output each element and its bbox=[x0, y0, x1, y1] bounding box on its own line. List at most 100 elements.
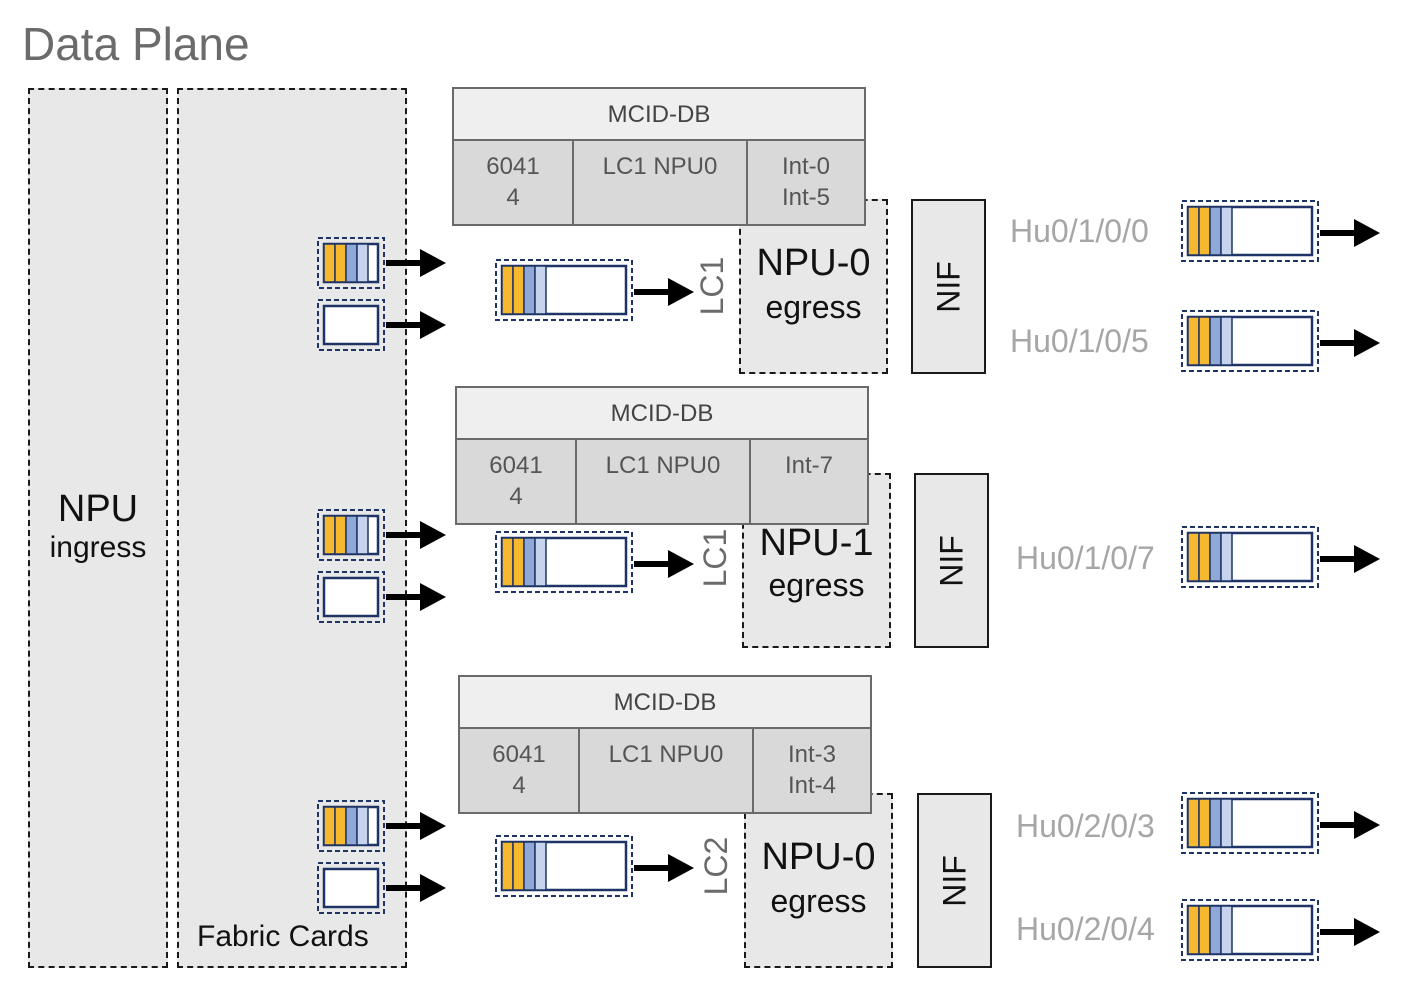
npu-egress-sublabel: egress bbox=[770, 883, 867, 919]
nif-label: NIF bbox=[936, 854, 972, 907]
queue-packet bbox=[1220, 798, 1233, 848]
nif-box: NIF bbox=[911, 199, 986, 374]
queue-dashed-frame bbox=[495, 531, 633, 593]
arrow-head bbox=[1354, 918, 1380, 946]
fabric-cards-box: Fabric Cards bbox=[177, 88, 407, 968]
queue-dashed-frame bbox=[1181, 200, 1319, 262]
queue-packet bbox=[1209, 905, 1222, 955]
port-label: Hu0/1/0/5 bbox=[1010, 323, 1149, 359]
queue-packet bbox=[1187, 798, 1200, 848]
npu-ingress-label: NPU bbox=[57, 488, 139, 530]
queue-packet bbox=[512, 841, 525, 891]
npu-egress-label: NPU-1 bbox=[759, 522, 874, 564]
queue-dashed-frame bbox=[1181, 899, 1319, 961]
queue-packet bbox=[1198, 316, 1211, 366]
arrow-head bbox=[668, 550, 694, 578]
queue-buffer bbox=[1186, 797, 1314, 849]
mcid-cell-npu: LC1 NPU0 bbox=[574, 141, 748, 224]
arrow-head bbox=[1354, 329, 1380, 357]
queue-buffer bbox=[500, 536, 628, 588]
nif-box: NIF bbox=[914, 473, 989, 648]
queue-packet bbox=[523, 265, 536, 315]
arrow-head bbox=[668, 278, 694, 306]
arrow-head bbox=[1354, 811, 1380, 839]
npu-egress-box: NPU-0 egress bbox=[744, 793, 893, 968]
mcid-cell-npu: LC1 NPU0 bbox=[577, 440, 751, 523]
port-label: Hu0/2/0/4 bbox=[1016, 911, 1155, 947]
queue-buffer bbox=[1186, 315, 1314, 367]
queue-packet bbox=[1187, 532, 1200, 582]
queue-packet bbox=[1198, 532, 1211, 582]
queue-packet bbox=[501, 841, 514, 891]
queue-packet bbox=[534, 537, 547, 587]
arrow-head bbox=[668, 854, 694, 882]
queue-packet bbox=[523, 537, 536, 587]
port-label: Hu0/1/0/7 bbox=[1016, 540, 1155, 576]
arrow-head bbox=[420, 521, 446, 549]
npu-egress-sublabel: egress bbox=[765, 289, 862, 325]
queue-packet bbox=[1209, 316, 1222, 366]
mcid-db-header: MCID-DB bbox=[457, 388, 867, 440]
queue-packet bbox=[1220, 532, 1233, 582]
queue-packet bbox=[1198, 798, 1211, 848]
queue-packet bbox=[1187, 206, 1200, 256]
queue-dashed-frame bbox=[495, 835, 633, 897]
nif-label: NIF bbox=[933, 534, 969, 587]
queue-buffer bbox=[500, 264, 628, 316]
queue-packet bbox=[1209, 532, 1222, 582]
nif-box: NIF bbox=[917, 793, 992, 968]
queue-packet bbox=[1209, 798, 1222, 848]
linecard-label: LC1 bbox=[697, 528, 733, 588]
queue-dashed-frame bbox=[1181, 526, 1319, 588]
mcid-db-header: MCID-DB bbox=[460, 677, 870, 729]
queue-packet bbox=[1220, 316, 1233, 366]
npu-ingress-sublabel: ingress bbox=[49, 531, 147, 564]
arrow-head bbox=[1354, 219, 1380, 247]
queue-buffer bbox=[1186, 205, 1314, 257]
arrow-head bbox=[420, 812, 446, 840]
queue-packet bbox=[1220, 905, 1233, 955]
arrow-head bbox=[1354, 545, 1380, 573]
queue-packet bbox=[501, 537, 514, 587]
queue-packet bbox=[523, 841, 536, 891]
queue-packet bbox=[1209, 206, 1222, 256]
queue-packet bbox=[512, 537, 525, 587]
port-label: Hu0/1/0/0 bbox=[1010, 213, 1149, 249]
queue-dashed-frame bbox=[1181, 310, 1319, 372]
mcid-db-header: MCID-DB bbox=[454, 89, 864, 141]
npu-egress-sublabel: egress bbox=[768, 567, 865, 603]
queue-packet bbox=[1187, 905, 1200, 955]
fabric-cards-label: Fabric Cards bbox=[197, 920, 369, 953]
queue-packet bbox=[1198, 905, 1211, 955]
mcid-cell-npu: LC1 NPU0 bbox=[580, 729, 754, 812]
queue-packet bbox=[1220, 206, 1233, 256]
queue-dashed-frame bbox=[495, 259, 633, 321]
queue-buffer bbox=[500, 840, 628, 892]
npu-egress-label: NPU-0 bbox=[756, 242, 871, 284]
queue-packet bbox=[512, 265, 525, 315]
linecard-label: LC1 bbox=[694, 256, 730, 316]
npu-egress-label: NPU-0 bbox=[761, 836, 876, 878]
nif-label: NIF bbox=[930, 260, 966, 313]
queue-packet bbox=[501, 265, 514, 315]
linecard-label: LC2 bbox=[698, 836, 734, 896]
queue-buffer bbox=[1186, 904, 1314, 956]
queue-buffer bbox=[1186, 531, 1314, 583]
arrow-head bbox=[420, 583, 446, 611]
page-title: Data Plane bbox=[22, 18, 250, 70]
arrow-head bbox=[420, 311, 446, 339]
port-label: Hu0/2/0/3 bbox=[1016, 808, 1155, 844]
mcid-cell-interfaces: Int-7 bbox=[784, 452, 834, 479]
queue-packet bbox=[534, 841, 547, 891]
queue-packet bbox=[1198, 206, 1211, 256]
queue-packet bbox=[534, 265, 547, 315]
queue-dashed-frame bbox=[1181, 792, 1319, 854]
